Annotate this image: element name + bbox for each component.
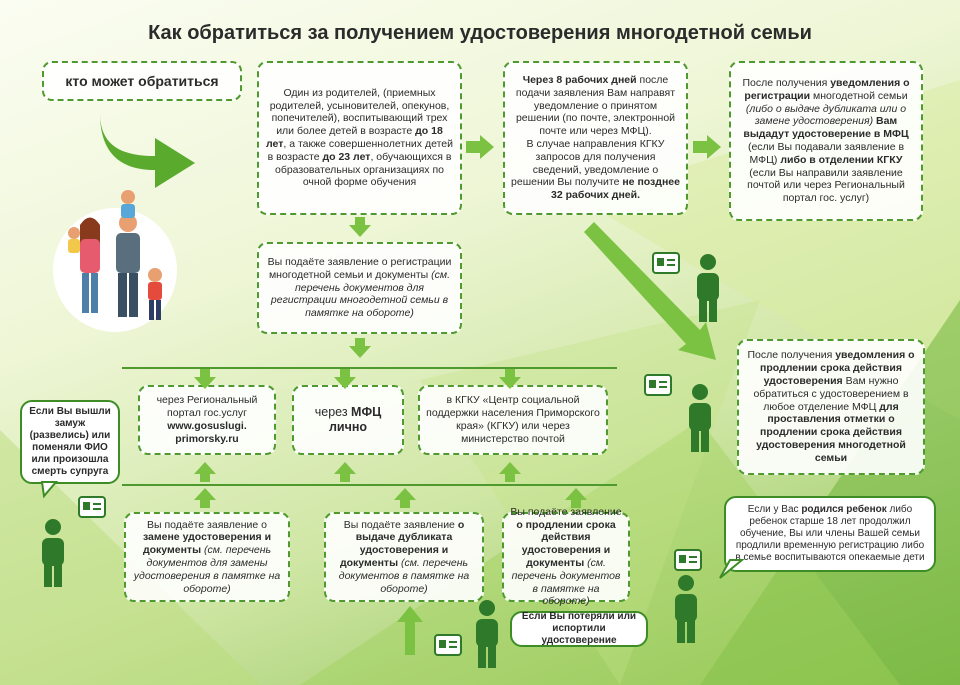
portal-channel-text: через Региональный портал гос.услуг: [156, 394, 258, 420]
child-bubble-text-2: либо ребенок старше 18 лет продолжил обу…: [735, 504, 925, 563]
arrow-up-lost: [397, 606, 423, 655]
submit-text: Вы подаёте заявление о регистрации много…: [267, 256, 452, 281]
lost-bubble: Если Вы потеряли или испортили удостовер…: [510, 611, 648, 647]
id-card-icon-3: [78, 496, 106, 518]
prolong-box: Вы подаёте заявление о продлении срока д…: [502, 506, 630, 607]
issue-bold-1: уведомления о регистрации: [744, 77, 910, 102]
arrow-down-2: [349, 338, 371, 358]
replace-italic: (см. перечень документов для замены удос…: [133, 544, 281, 595]
who-can-apply-label: кто может обратиться: [42, 61, 242, 101]
duplicate-text: Вы подаёте заявление: [343, 518, 455, 531]
extension-bold-2: для проставления отметки о продлении сро…: [756, 400, 906, 464]
eligibility-text-2: , а также совершеннолетних детей в возра…: [267, 138, 453, 163]
arrow-right-2: [693, 135, 721, 159]
top-divider-line: [122, 367, 617, 369]
duplicate-bold: о выдаче дубликата удостоверения и докум…: [339, 518, 465, 569]
bottom-divider-line: [122, 484, 617, 486]
submit-application-box: Вы подаёте заявление о регистрации много…: [257, 242, 462, 334]
notification-box: Через 8 рабочих дней после подачи заявле…: [503, 61, 688, 215]
replace-text: Вы подаёте заявление о: [147, 518, 267, 531]
mfc-bold: МФЦ: [351, 404, 382, 419]
arrow-diagonal: [584, 222, 716, 360]
eligibility-text: Один из родителей, (приемных родителей, …: [269, 86, 450, 138]
arrow-up-replace: [194, 488, 216, 508]
issue-italic: (либо о выдаче дубликата или о замене уд…: [745, 102, 907, 128]
mfc-prefix: через: [314, 404, 352, 419]
arrow-up-portal: [194, 462, 216, 482]
child-bubble-bold: родился ребенок: [801, 504, 887, 515]
portal-url-1[interactable]: www.gosuslugi.: [167, 420, 247, 432]
replace-bold: замене удостоверения и документы: [142, 531, 272, 557]
eligibility-age-18: до 18 лет: [266, 125, 443, 150]
issue-bold-2: Вам выдадут удостоверение в МФЦ: [743, 115, 909, 141]
notification-days-8: Через 8 рабочих дней: [522, 74, 637, 87]
person-icon-3: [42, 519, 64, 587]
issue-bold-3: либо в отделении КГКУ: [777, 153, 903, 166]
child-bubble-text: Если у Вас: [747, 504, 802, 515]
child-bubble: Если у Вас родился ребенок либо ребенок …: [724, 496, 936, 572]
id-card-icon-5: [674, 549, 702, 571]
extension-box: После получения уведомления о продлении …: [737, 339, 925, 475]
issue-text-3: (если Вы подавали заявление в МФЦ): [747, 141, 905, 166]
marriage-bubble-text: Если Вы вышли замуж (развелись) или поме…: [29, 406, 111, 477]
extension-text-2: Вам нужно обратиться с удостоверением в …: [753, 375, 909, 413]
eligibility-box: Один из родителей, (приемных родителей, …: [257, 61, 462, 215]
submit-italic: (см. перечень документов для регистрации…: [270, 268, 451, 320]
eligibility-text-3: , обучающихся в образовательных организа…: [274, 150, 452, 189]
replace-box: Вы подаёте заявление о замене удостовере…: [124, 512, 290, 602]
extension-text: После получения: [747, 349, 833, 362]
prolong-text: Вы подаёте заявление: [510, 505, 622, 518]
arrow-down-1: [349, 217, 371, 237]
mfc-suffix: лично: [328, 420, 368, 434]
person-icon-4: [476, 600, 498, 668]
issue-certificate-box: После получения уведомления о регистраци…: [729, 61, 923, 221]
id-card-icon-4: [434, 634, 462, 656]
eligibility-age-23: до 23 лет: [322, 150, 371, 163]
kgku-channel-box: в КГКУ «Центр социальной поддержки насел…: [418, 385, 608, 455]
portal-url-2[interactable]: primorsky.ru: [175, 432, 239, 445]
duplicate-italic: (см. перечень документов в памятке на об…: [338, 557, 470, 595]
issue-text-2: многодетной семьи: [810, 89, 908, 102]
issue-text-4: (если Вы направили заявление почтой или …: [747, 166, 905, 205]
lost-bubble-text: Если Вы потеряли или испортили удостовер…: [521, 611, 637, 646]
person-icon-5: [675, 575, 697, 643]
prolong-bold: о продлении срока действия удостоверения…: [516, 518, 616, 569]
marriage-bubble-tail: [40, 481, 59, 499]
person-icon-1: [697, 254, 719, 322]
arrow-up-mfc: [334, 462, 356, 482]
notification-text-2: В случае направления КГКУ запросов для п…: [511, 138, 665, 189]
curved-arrow-icon: [100, 113, 195, 188]
family-illustration: [53, 190, 177, 332]
duplicate-box: Вы подаёте заявление о выдаче дубликата …: [324, 512, 484, 602]
marriage-bubble: Если Вы вышли замуж (развелись) или поме…: [20, 400, 120, 484]
arrow-up-kgku: [499, 462, 521, 482]
arrow-right-1: [466, 135, 494, 159]
id-card-icon-2: [644, 374, 672, 396]
page-title: Как обратиться за получением удостоверен…: [148, 22, 812, 44]
notification-days-32: не позднее 32 рабочих дней.: [550, 176, 680, 202]
arrow-up-duplicate: [394, 488, 416, 508]
extension-bold-1: уведомления о продлении срока действия у…: [760, 349, 915, 387]
issue-text: После получения: [742, 77, 828, 90]
portal-channel-box: через Региональный портал гос.услуг www.…: [138, 385, 276, 455]
person-icon-2: [689, 384, 711, 452]
prolong-italic: (см. перечень документов в памятке на об…: [511, 557, 621, 608]
mfc-channel-box: через МФЦ лично: [292, 385, 404, 455]
kgku-channel-text: в КГКУ «Центр социальной поддержки насел…: [426, 394, 600, 445]
notification-text: после подачи заявления Вам направят увед…: [515, 74, 676, 138]
id-card-icon-1: [652, 252, 680, 274]
